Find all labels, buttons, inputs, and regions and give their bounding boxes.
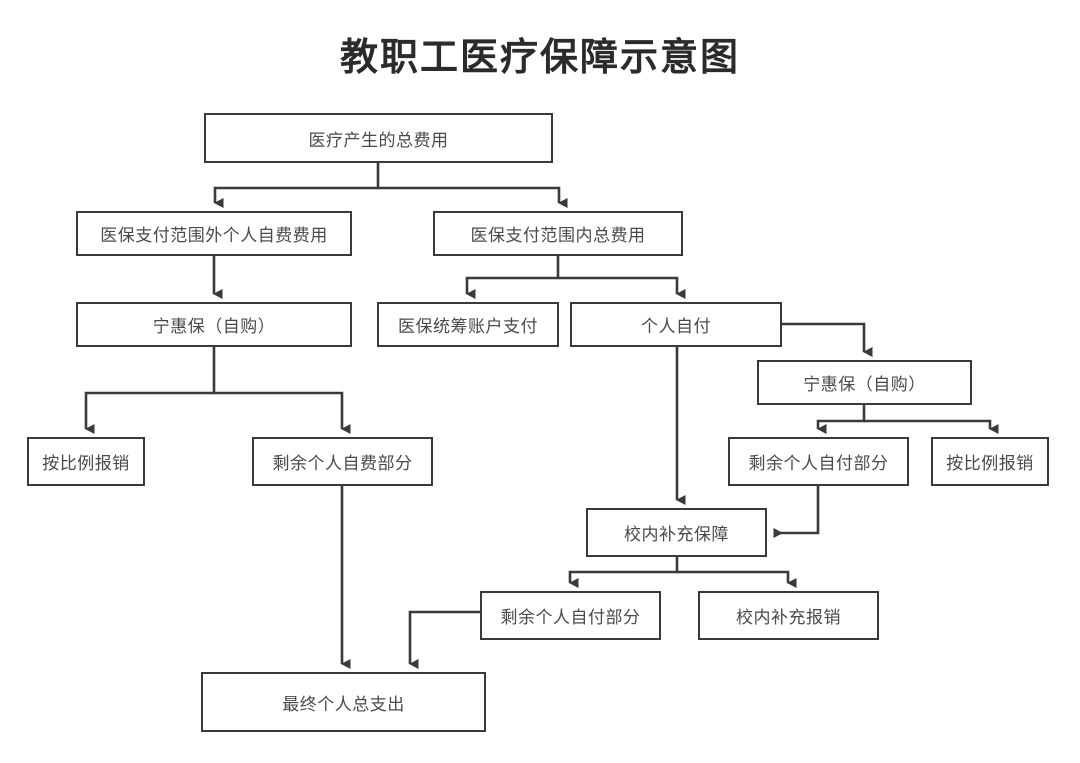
node-label: 剩余个人自付部分 [500, 608, 641, 627]
node-label: 个人自付 [641, 317, 711, 336]
edge-campus-to-campus-reimburse [677, 570, 797, 588]
node-label: 医疗产生的总费用 [308, 130, 449, 150]
node-label: 医保支付范围内总费用 [470, 226, 646, 245]
edge-nhb2-to-ratio-reimburse2 [864, 419, 999, 434]
node-final-personal-total-expense[interactable]: 最终个人总支出 [201, 672, 486, 732]
node-label: 剩余个人自费部分 [272, 454, 413, 473]
edge-remaining-copay-to-campus [773, 486, 820, 538]
node-proportional-reimbursement-right[interactable]: 按比例报销 [931, 437, 1049, 486]
edge-total-to-inscope [378, 186, 568, 208]
node-label: 剩余个人自付部分 [748, 454, 889, 473]
node-total-medical-cost[interactable]: 医疗产生的总费用 [204, 113, 553, 163]
node-ninghuibao-left[interactable]: 宁惠保（自购） [76, 302, 352, 347]
node-medical-pool-account-payment[interactable]: 医保统筹账户支付 [377, 302, 559, 347]
edge-remaining-copay2-to-final [408, 610, 480, 669]
edge-inscope-to-pool [465, 256, 560, 299]
node-label: 校内补充报销 [736, 608, 841, 627]
node-proportional-reimbursement-left[interactable]: 按比例报销 [27, 437, 145, 486]
node-campus-supplementary-coverage[interactable]: 校内补充保障 [586, 508, 767, 557]
node-personal-copayment[interactable]: 个人自付 [570, 302, 782, 347]
node-remaining-self-paid-portion[interactable]: 剩余个人自费部分 [252, 437, 433, 486]
node-label: 校内补充保障 [624, 525, 729, 544]
node-label: 最终个人总支出 [282, 694, 405, 714]
node-remaining-copayment-portion-upper[interactable]: 剩余个人自付部分 [728, 437, 909, 486]
node-campus-supplementary-reimbursement[interactable]: 校内补充报销 [698, 591, 879, 640]
edge-nhb2-to-remaining-copay [816, 405, 866, 434]
node-in-scope-total-cost[interactable]: 医保支付范围内总费用 [433, 211, 683, 256]
page-title: 教职工医疗保障示意图 [339, 37, 740, 79]
edge-inscope-to-self [558, 276, 686, 299]
node-out-of-scope-self-paid[interactable]: 医保支付范围外个人自费费用 [76, 211, 352, 256]
edge-nhb-to-ratio-reimburse [84, 347, 216, 434]
node-label: 医保支付范围外个人自费费用 [100, 226, 328, 245]
edge-campus-to-remaining-copay2 [568, 557, 679, 588]
edge-nhb-to-remaining-self-pay [214, 391, 351, 434]
node-label: 按比例报销 [946, 454, 1034, 473]
node-ninghuibao-right[interactable]: 宁惠保（自购） [757, 360, 972, 405]
edge-self-to-nhb2 [782, 322, 873, 357]
node-label: 医保统筹账户支付 [398, 317, 538, 336]
edge-total-to-outscope [213, 163, 380, 208]
node-label: 按比例报销 [42, 454, 130, 473]
node-label: 宁惠保（自购） [803, 375, 926, 394]
node-label: 宁惠保（自购） [152, 317, 276, 336]
node-remaining-copayment-portion-lower[interactable]: 剩余个人自付部分 [480, 591, 661, 640]
